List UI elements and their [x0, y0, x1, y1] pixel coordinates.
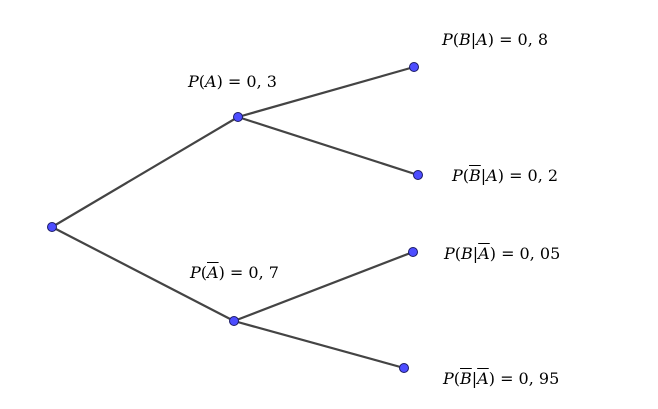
label-part: ( — [454, 244, 462, 263]
label-part: B — [459, 30, 471, 49]
label-p-b-given-abar: P(B|A) = 0, 05 — [444, 244, 560, 264]
label-part: ) = 0, 7 — [218, 263, 279, 282]
label-part: P — [452, 166, 463, 185]
label-p-b-given-a: P(B|A) = 0, 8 — [442, 30, 548, 50]
node-root[interactable] — [47, 222, 57, 232]
label-part: | — [471, 369, 478, 388]
label-part: P — [444, 244, 455, 263]
edge-A-to-Bbar_given_A — [237, 115, 419, 177]
label-part: A — [486, 166, 498, 185]
label-p-bbar-given-a: P(B|A) = 0, 2 — [452, 166, 558, 186]
node-Bbar_given_A[interactable] — [413, 170, 423, 180]
edge-A-to-B_given_A — [237, 65, 415, 119]
edge-root-to-A_bar — [51, 226, 235, 322]
label-part: | — [470, 30, 477, 49]
label-part: P — [443, 369, 454, 388]
node-Bbar_given_Abar[interactable] — [399, 363, 409, 373]
edge-root-to-A — [51, 116, 239, 228]
label-part: ) = 0, 8 — [487, 30, 549, 49]
label-part: ( — [198, 72, 206, 91]
label-part: B — [460, 369, 472, 388]
label-part: A — [207, 263, 219, 282]
label-part: A — [205, 72, 217, 91]
label-part: ) = 0, 2 — [497, 166, 559, 185]
label-part: B — [469, 166, 481, 185]
label-part: | — [480, 166, 487, 185]
label-part: ( — [200, 263, 208, 282]
label-part: ( — [452, 30, 460, 49]
node-A_bar[interactable] — [229, 316, 239, 326]
label-p-bbar-given-abar: P(B|A) = 0, 95 — [443, 369, 559, 389]
edge-A_bar-to-B_given_Abar — [233, 250, 414, 323]
node-B_given_Abar[interactable] — [408, 247, 418, 257]
label-part: B — [461, 244, 473, 263]
label-part: ) = 0, 05 — [489, 244, 561, 263]
label-part: P — [442, 30, 453, 49]
label-part: A — [478, 244, 490, 263]
label-p-a-bar: P(A) = 0, 7 — [190, 263, 279, 283]
label-part: A — [476, 30, 488, 49]
label-part: | — [472, 244, 479, 263]
label-p-a: P(A) = 0, 3 — [188, 72, 277, 92]
node-B_given_A[interactable] — [409, 62, 419, 72]
label-part: ) = 0, 95 — [488, 369, 560, 388]
label-part: P — [188, 72, 199, 91]
edge-A_bar-to-Bbar_given_Abar — [233, 319, 405, 370]
node-A[interactable] — [233, 112, 243, 122]
label-part: ( — [462, 166, 470, 185]
label-part: P — [190, 263, 201, 282]
label-part: ( — [453, 369, 461, 388]
label-part: A — [477, 369, 489, 388]
label-part: ) = 0, 3 — [216, 72, 277, 91]
